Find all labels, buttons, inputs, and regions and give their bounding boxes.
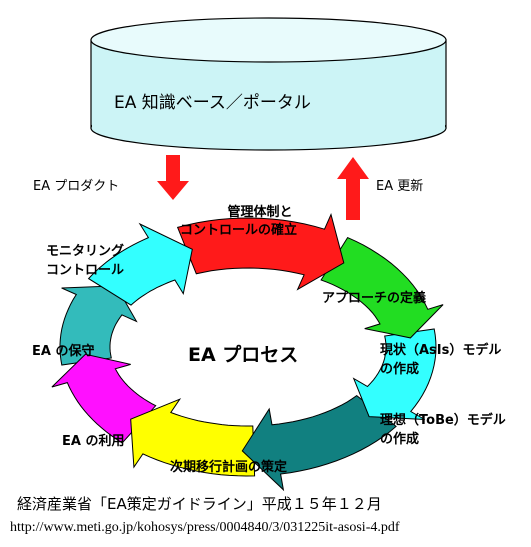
update-up-arrow	[337, 157, 369, 220]
step-governance-label-2: コントロールの確立	[180, 223, 298, 238]
step-migration-plan-label: 次期移行計画の策定	[170, 460, 288, 475]
step-asis-label-1: 現状（AsIs）モデル	[380, 343, 502, 358]
product-down-arrow	[157, 155, 189, 200]
knowledge-base-label: EA 知識ベース／ポータル	[114, 93, 311, 113]
cycle-arrow-monitoring	[87, 222, 193, 306]
step-asis-label-2: の作成	[380, 362, 420, 377]
ea-process-center-label: EA プロセス	[188, 344, 299, 366]
step-governance-label-1: 管理体制と	[227, 205, 293, 220]
cycle-arrow-tobe-model	[241, 394, 397, 492]
step-use-label: EA の利用	[62, 434, 125, 449]
step-tobe-label-1: 理想（ToBe）モデル	[380, 413, 506, 428]
source-caption: 経済産業省「EA策定ガイドライン」平成１５年１２月	[17, 495, 382, 513]
cycle-arrow-migration-plan	[130, 398, 256, 477]
step-monitoring-label-1: モニタリング	[46, 244, 125, 259]
step-maintain-label: EA の保守	[32, 344, 95, 359]
cycle-arrow-governance	[176, 212, 345, 291]
cycle-arrow-approach	[320, 236, 444, 339]
ea-product-label: EA プロダクト	[33, 179, 120, 194]
step-tobe-label-2: の作成	[380, 432, 420, 447]
knowledge-base-cylinder	[90, 17, 447, 151]
cycle-arrow-ea-use	[51, 353, 157, 444]
process-cycle	[51, 212, 444, 492]
step-approach-label: アプローチの定義	[322, 291, 427, 306]
step-monitoring-label-2: コントロール	[46, 263, 125, 278]
cycle-arrow-asis-model	[352, 328, 437, 420]
ea-update-label: EA 更新	[376, 179, 424, 194]
source-url: http://www.meti.go.jp/kohosys/press/0004…	[10, 520, 400, 535]
cycle-arrow-ea-maintain	[59, 285, 138, 366]
